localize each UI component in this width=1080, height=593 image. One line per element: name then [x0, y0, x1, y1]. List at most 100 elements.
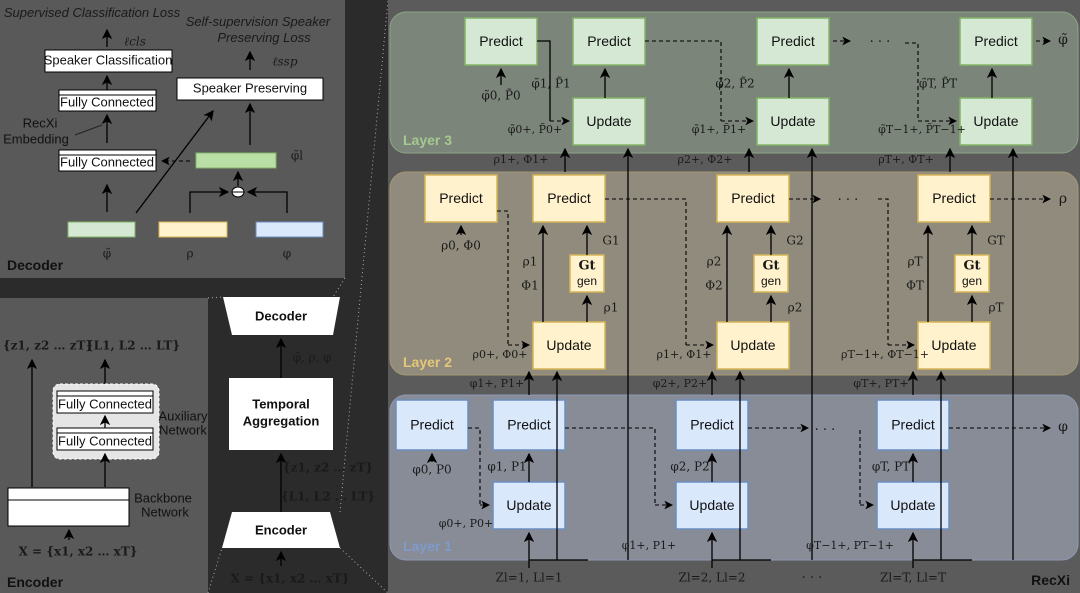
recxi-title: RecXi: [1031, 572, 1070, 588]
layer3-predict-block: [959, 17, 1033, 66]
ssp-loss-title-2: Preserving Loss: [217, 30, 311, 45]
layer1-predict-block: [675, 399, 749, 451]
temporal-aggregation-label: Temporal: [252, 396, 310, 411]
layer-3-label: Layer 3: [403, 132, 452, 148]
G-label: G2: [786, 234, 803, 248]
decoder-block-label: Decoder: [255, 308, 307, 323]
Phi-label: ΦT: [906, 279, 924, 293]
encoder-block: [222, 512, 340, 548]
layer1-predict-block: [492, 399, 566, 451]
ellipsis: · · ·: [838, 193, 859, 208]
layer2-predict-block: [917, 174, 991, 223]
layer1-init-label: φ0, P0: [412, 463, 451, 477]
phi-tensor: [255, 221, 324, 238]
layer3-plus-label: φ̃T−1+, P̃T−1+: [878, 123, 966, 136]
layer2-output-label: ρ1+, Φ1+: [494, 153, 549, 166]
fully-connected-label: Fully Connected: [60, 94, 154, 109]
phi-tilde-label: φ̃: [103, 247, 111, 261]
layer1-plus-label: φT−1+, PT−1+: [806, 539, 894, 552]
backbone-label-2: Network: [141, 504, 189, 519]
layer-2-label: Layer 2: [403, 354, 452, 370]
speaker-classification-block: [44, 49, 173, 73]
fully-connected-label: Fully Connected: [58, 396, 152, 411]
l-set-label: {L1, L2 … LT}: [281, 490, 375, 504]
rho-label: ρ2: [707, 255, 722, 269]
layer2-predict-block-label: Predict: [731, 190, 775, 206]
layer3-plus-label: φ̃1+, P̃1+: [692, 123, 747, 136]
speaker-classification-label: Speaker Classification: [44, 52, 173, 67]
layer1-output-symbol: φ: [1058, 419, 1068, 435]
rho-out-label: ρ2: [788, 301, 803, 315]
layer2-update-block-label: Update: [931, 337, 976, 353]
speaker-preserving-block: [176, 77, 324, 101]
layer1-predict-block: [876, 399, 950, 451]
layer1-plus-label: φ1+, P1+: [622, 539, 677, 552]
layer1-plus-label: φ0+, P0+: [439, 517, 494, 530]
fully-connected-label: Fully Connected: [58, 433, 152, 448]
auxiliary-label: Auxiliary: [158, 408, 208, 423]
backbone-network-block: [7, 487, 130, 527]
layer1-output-label: φ1+, P1+: [470, 377, 525, 390]
layer1-predict-block-label: Predict: [410, 417, 454, 433]
speaker-preserving-label: Speaker Preserving: [193, 80, 307, 95]
ellipsis: · · ·: [870, 35, 891, 50]
layer2-update-block-label: Update: [730, 337, 775, 353]
temporal-aggregation-block: [229, 378, 333, 450]
layer3-update-block: [756, 97, 830, 146]
decoder-block: [223, 297, 340, 335]
layer3-output-label: φ̃: [1058, 32, 1068, 48]
embedding-label: RecXi: [23, 115, 58, 130]
layer2-predict-block-label: Predict: [932, 190, 976, 206]
G-label: GT: [987, 234, 1005, 248]
layer2-update-block: [716, 321, 790, 370]
encoder-panel-title: Encoder: [7, 574, 64, 590]
layer1-update-block: [675, 481, 749, 530]
layer1-output-label: φ2+, P2+: [653, 377, 708, 390]
pipeline: Decoder φ̃, ρ, φ Temporal Aggregation {z…: [207, 0, 389, 593]
g-gen-bottom: gen: [577, 274, 597, 288]
embedding-label-2: Embedding: [3, 131, 69, 146]
Phi-label: Φ2: [705, 279, 722, 293]
layer1-predict-block-label: Predict: [507, 417, 551, 433]
pipeline-input-label: X = {x1, x2 … xT}: [231, 572, 350, 586]
layer1-state-label: φ1, P1: [487, 460, 526, 474]
layer1-predict-block-label: Predict: [891, 417, 935, 433]
layer1-update-block: [876, 481, 950, 530]
layer3-update-block-label: Update: [586, 113, 631, 129]
phi-tilde-l-tensor: [195, 152, 277, 169]
layer1-update-block-label: Update: [506, 497, 551, 513]
layer2-init-label: ρ0, Φ0: [441, 239, 481, 253]
phi-tilde-tensor: [67, 221, 136, 238]
layer2-plus-label: ρ0+, Φ0+: [473, 348, 528, 361]
connector: [565, 427, 656, 505]
fully-connected-label: Fully Connected: [60, 154, 154, 169]
encoder-block-label: Encoder: [255, 522, 307, 537]
ssp-loss-title-1: Self-supervision Speaker: [186, 14, 331, 29]
layer2-predict-block-label: Predict: [439, 190, 483, 206]
encoder-panel: {z1, z2 … zT} {L1, L2 … LT} Fully Connec…: [0, 298, 208, 593]
layer3-state-label: φ̃2, P̃2: [715, 75, 754, 90]
layer3-predict-block-label: Predict: [587, 33, 631, 49]
layer3-update-block-label: Update: [770, 113, 815, 129]
rho-label: ρ1: [523, 255, 538, 269]
phi-label: φ: [283, 247, 291, 261]
g-gen-block: [753, 254, 789, 293]
layer1-state-label: φ2, P2: [670, 460, 709, 474]
input-label: Zl=1, Ll=1: [496, 571, 563, 585]
ellipsis: · · ·: [802, 571, 823, 586]
layer3-update-block: [572, 97, 646, 146]
backbone-label: Backbone: [134, 490, 192, 505]
layer3-update-block-label: Update: [973, 113, 1018, 129]
connector: [605, 198, 687, 345]
layer1-state-label: φT, PT: [872, 460, 910, 474]
layer2-predict-block: [716, 174, 790, 223]
layer1-update-block-label: Update: [890, 497, 935, 513]
layer3-predict-block-label: Predict: [771, 33, 815, 49]
ellipsis: · · ·: [815, 423, 836, 438]
layer2-predict-block: [424, 174, 498, 223]
g-gen-top: Gt: [762, 259, 779, 274]
z-set-label: {z1, z2 … zT}: [283, 461, 373, 475]
layer2-plus-label: ρT−1+, ΦT−1+: [841, 348, 929, 361]
Phi-label: Φ1: [521, 279, 538, 293]
